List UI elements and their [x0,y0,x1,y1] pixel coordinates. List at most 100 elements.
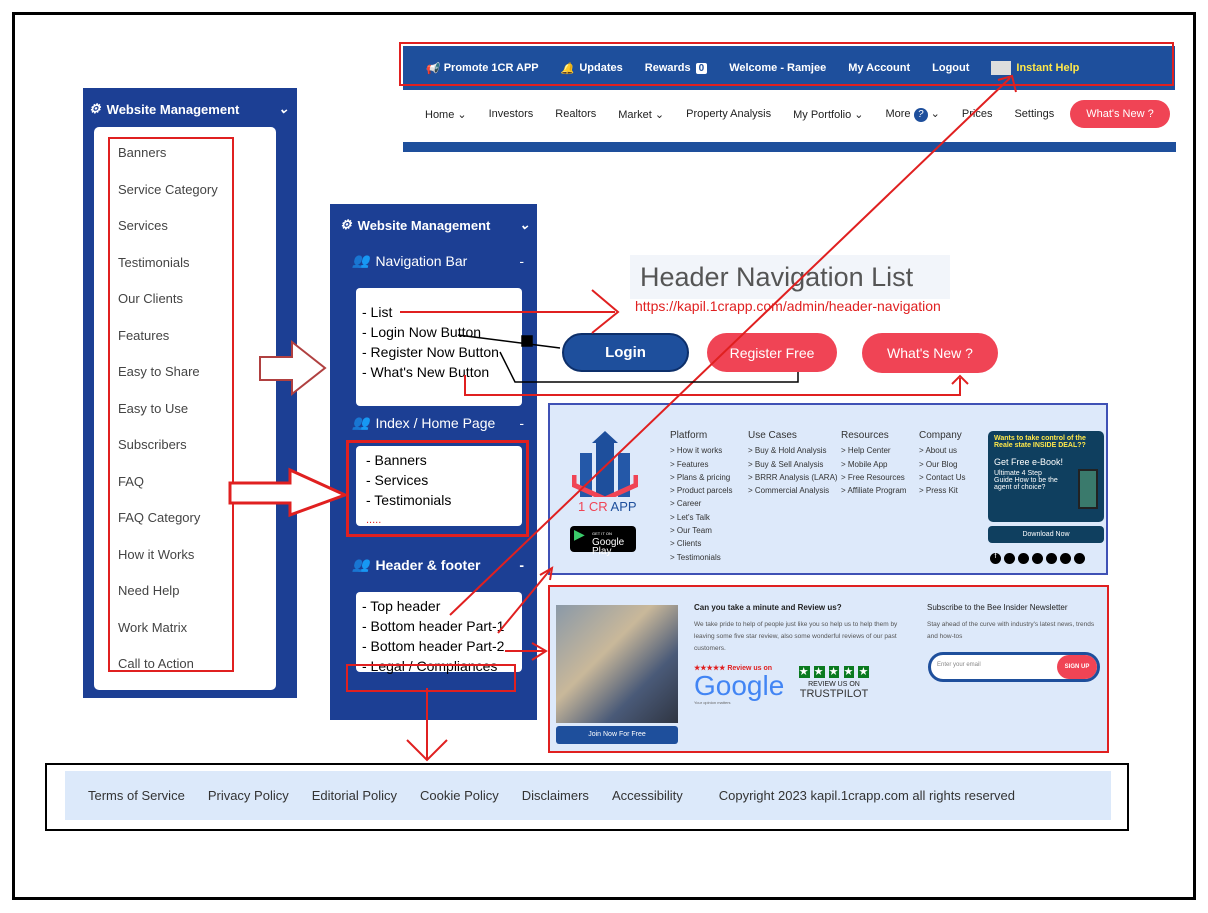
mid-section-item[interactable]: - Top header [362,598,441,614]
sidebar-item[interactable]: Need Help [118,583,180,598]
download-now-button[interactable]: Download Now [988,526,1104,543]
my-account-link[interactable]: My Account [848,62,911,74]
privacy-link[interactable]: Privacy Policy [207,788,289,803]
pinterest-icon[interactable] [1060,553,1071,564]
whats-new-demo-button[interactable]: What's New ? [862,333,998,373]
mid-section-item[interactable]: - What's New Button [362,364,490,380]
copyright: Copyright 2023 kapil.1crapp.com all righ… [718,788,1015,803]
email-input[interactable]: Enter your email SIGN UP [928,652,1100,682]
logout-link[interactable]: Logout [932,62,970,74]
sidebar-item[interactable]: Features [118,327,170,343]
page-url[interactable]: https://kapil.1crapp.com/admin/header-na… [635,298,941,314]
footer-link[interactable]: > Testimonials [670,552,721,562]
nav-prices[interactable]: Prices [961,108,993,120]
mid-section-item[interactable]: - List [362,304,393,320]
terms-link[interactable]: Terms of Service [88,788,185,803]
team-photo [556,605,678,723]
mid-section-item[interactable]: - Register Now Button [362,344,499,360]
disclaimers-link[interactable]: Disclaimers [521,788,589,803]
sidebar-item[interactable]: Easy to Use [118,400,189,416]
footer-link[interactable]: > Help Center [841,446,891,456]
mid-section-item[interactable]: ..... [366,514,382,526]
sidebar-item[interactable]: Services [118,218,168,233]
sidebar-item[interactable]: Service Category [118,181,218,197]
mid-sidebar-header[interactable]: ⚙Website Management⌄ [340,217,530,233]
footer-link[interactable]: > Plans & pricing [670,472,731,482]
mid-section-item[interactable]: - Legal / Compliances [362,658,498,674]
mid-section-item[interactable]: - Bottom header Part-1 [362,618,505,634]
sidebar-item[interactable]: Subscribers [118,437,187,452]
mid-section-item[interactable]: - Services [366,472,429,488]
footer-link[interactable]: > Free Resources [841,472,905,482]
footer-link[interactable]: > Buy & Hold Analysis [748,446,827,456]
sidebar-item[interactable]: Work Matrix [118,619,188,635]
nav-realtors[interactable]: Realtors [555,108,597,120]
footer-link[interactable]: > Affiliate Program [841,486,907,496]
sidebar-item[interactable]: FAQ Category [118,510,201,525]
mid-section-header[interactable]: 👥Header & footer- [352,556,524,573]
footer-link[interactable]: > Let's Talk [670,512,710,522]
mid-section-header[interactable]: 👥Navigation Bar- [352,252,524,269]
footer-link[interactable]: > About us [919,446,958,456]
sidebar-item[interactable]: Easy to Share [118,364,200,379]
footer-column-title: Platform [670,430,708,441]
whats-new-button[interactable]: What's New ? [1070,100,1170,128]
footer-link[interactable]: > Commercial Analysis [748,486,830,496]
sidebar-item[interactable]: Banners [118,145,167,160]
footer-link[interactable]: > Mobile App [841,459,888,469]
youtube-icon[interactable] [1018,553,1029,564]
nav-settings[interactable]: Settings [1014,108,1055,120]
footer-link[interactable]: > Career [670,499,702,509]
sidebar-item[interactable]: FAQ [118,473,145,489]
mid-section-item[interactable]: - Testimonials [366,492,452,508]
join-now-button[interactable]: Join Now For Free [556,726,678,744]
nav-my-portfolio[interactable]: My Portfolio ⌄ [793,108,864,121]
instant-help-link[interactable]: Instant Help [991,61,1079,75]
mid-section-item[interactable]: - Banners [366,452,427,468]
mid-section-item[interactable]: - Bottom header Part-2 [362,638,505,654]
footer-link[interactable]: > Product parcels [670,486,733,496]
footer-link[interactable]: > Press Kit [919,486,958,496]
megaphone-icon: 📢 [425,62,439,75]
footer-link[interactable]: > How it works [670,446,723,456]
nav-more[interactable]: More ? ⌄ [885,107,940,122]
register-free-button[interactable]: Register Free [707,333,837,372]
footer-link[interactable]: > Features [670,459,709,469]
left-sidebar-header[interactable]: ⚙Website Management⌄ [89,101,289,117]
sidebar-item[interactable]: Our Clients [118,291,184,306]
footer-link[interactable]: > Our Blog [919,459,958,469]
twitter-icon[interactable] [1046,553,1057,564]
footer-link[interactable]: > Contact Us [919,472,966,482]
footer-column: Use Cases> Buy & Hold Analysis> Buy & Se… [748,429,838,497]
updates-link[interactable]: 🔔Updates [560,62,623,75]
sidebar-item[interactable]: Testimonials [118,254,190,270]
trustpilot-badge[interactable]: ★ ★ ★ ★ ★ REVIEW US ON TRUSTPILOT [790,665,878,700]
nav-property-analysis[interactable]: Property Analysis [686,108,772,120]
footer-link[interactable]: > BRRR Analysis (LARA) [748,472,838,482]
linkedin-icon[interactable] [1032,553,1043,564]
signup-button[interactable]: SIGN UP [1057,655,1097,679]
facebook-icon[interactable]: f [990,553,1001,564]
footer-link[interactable]: > Buy & Sell Analysis [748,459,824,469]
editorial-link[interactable]: Editorial Policy [311,788,397,803]
share-icon[interactable] [1074,553,1085,564]
sidebar-item[interactable]: How it Works [118,546,195,562]
footer-link[interactable]: > Our Team [670,526,712,536]
nav-investors[interactable]: Investors [488,108,534,120]
google-review-badge[interactable]: ★★★★★ Review us on Google Your opinion m… [694,665,785,705]
promote-link[interactable]: 📢Promote 1CR APP [425,62,539,75]
accessibility-link[interactable]: Accessibility [611,788,683,803]
footer-link[interactable]: > Clients [670,539,702,549]
social-icons: f [990,553,1085,564]
nav-market[interactable]: Market ⌄ [618,108,665,121]
cookie-link[interactable]: Cookie Policy [420,788,499,803]
sidebar-item[interactable]: Call to Action [118,656,194,671]
instagram-icon[interactable] [1004,553,1015,564]
login-button[interactable]: Login [562,333,689,372]
mid-section-header[interactable]: 👥Index / Home Page- [352,414,524,431]
mid-section-item[interactable]: - Login Now Button [362,324,482,340]
annotation-top-header-box [399,42,1174,86]
nav-home[interactable]: Home ⌄ [425,108,467,121]
